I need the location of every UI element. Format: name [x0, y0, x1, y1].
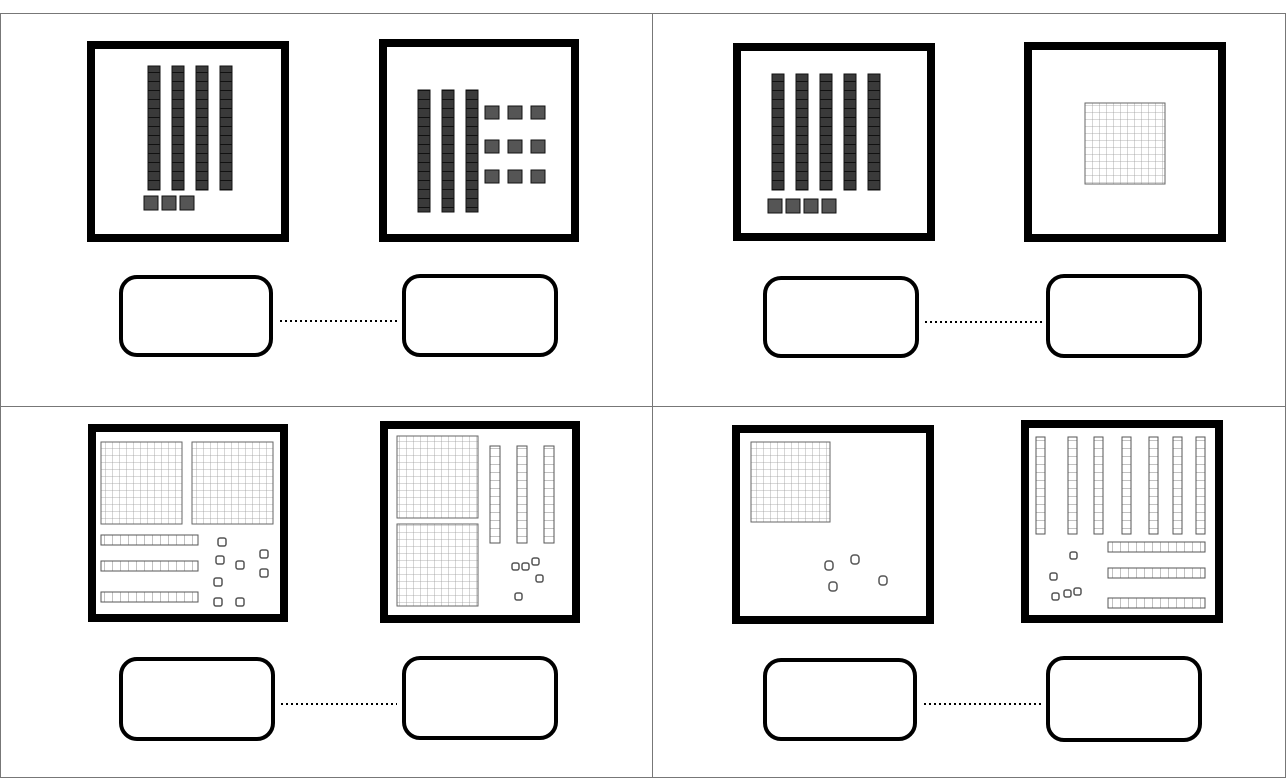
unit-cube — [236, 561, 244, 569]
unit-cube — [804, 199, 818, 213]
cell-2 — [737, 46, 1222, 356]
hundred-flat — [397, 524, 478, 606]
ten-rod — [172, 66, 184, 190]
ten-rod — [844, 74, 856, 190]
unit-cube — [851, 555, 859, 564]
answer-box[interactable] — [1048, 658, 1200, 740]
ten-rod — [101, 535, 198, 545]
answer-box[interactable] — [404, 276, 556, 355]
unit-cube — [822, 199, 836, 213]
ten-rod — [1068, 437, 1077, 534]
unit-cubes — [144, 196, 194, 210]
picture-frame — [736, 429, 930, 620]
unit-cube — [1074, 588, 1081, 595]
unit-cube — [260, 569, 268, 577]
unit-cube — [485, 140, 499, 153]
unit-cube — [485, 106, 499, 119]
ten-rod — [101, 592, 198, 602]
picture-frame — [384, 425, 576, 619]
unit-cube — [1052, 593, 1059, 600]
unit-cube — [508, 170, 522, 183]
ten-rod — [1108, 598, 1205, 608]
unit-cube — [536, 575, 543, 582]
answer-box[interactable] — [765, 278, 917, 356]
picture-frame — [1025, 424, 1219, 619]
ten-rod — [1149, 437, 1158, 534]
ten-rod — [517, 446, 527, 543]
unit-cube — [786, 199, 800, 213]
ten-rod — [1094, 437, 1103, 534]
unit-cube — [825, 561, 833, 570]
ten-rod — [868, 74, 880, 190]
ten-rod — [1108, 542, 1205, 552]
unit-cube — [485, 170, 499, 183]
answer-box[interactable] — [765, 660, 915, 739]
hundred-flat — [101, 442, 182, 524]
ten-rod — [490, 446, 500, 543]
ten-rod — [1122, 437, 1131, 534]
unit-cube — [531, 170, 545, 183]
unit-cube — [531, 140, 545, 153]
picture-frame — [737, 47, 931, 237]
hundred-flat — [1085, 103, 1165, 184]
hundred-flat — [397, 436, 478, 518]
hundred-flat — [751, 442, 830, 522]
unit-cube — [1064, 590, 1071, 597]
ten-rod — [101, 561, 198, 571]
unit-cube — [218, 538, 226, 546]
unit-cube — [214, 578, 222, 586]
cell-3 — [92, 425, 576, 739]
answer-box[interactable] — [121, 659, 273, 739]
unit-cube — [508, 140, 522, 153]
unit-cube — [512, 563, 519, 570]
picture-frame — [91, 45, 285, 238]
cell-1 — [91, 43, 575, 355]
ten-rod — [820, 74, 832, 190]
ten-rod — [442, 90, 454, 212]
unit-cube — [180, 196, 194, 210]
ten-rod — [466, 90, 478, 212]
ten-rod — [1108, 568, 1205, 578]
ten-rods — [418, 90, 478, 212]
ten-rod — [772, 74, 784, 190]
ten-rod — [796, 74, 808, 190]
ten-rod — [1173, 437, 1182, 534]
answer-box[interactable] — [121, 277, 271, 355]
unit-cube — [532, 558, 539, 565]
ten-rod — [1196, 437, 1205, 534]
picture-frame — [1028, 46, 1222, 238]
unit-cube — [515, 593, 522, 600]
unit-cube — [216, 556, 224, 564]
unit-cube — [162, 196, 176, 210]
ten-rod — [1036, 437, 1045, 534]
ten-rod — [148, 66, 160, 190]
unit-cube — [144, 196, 158, 210]
ten-rod — [196, 66, 208, 190]
unit-cube — [236, 598, 244, 606]
hundred-flat — [192, 442, 273, 524]
picture-frame — [383, 43, 575, 238]
unit-cube — [260, 550, 268, 558]
unit-cube — [1070, 552, 1077, 559]
ten-rod — [544, 446, 554, 543]
cell-4 — [736, 424, 1219, 740]
unit-cube — [829, 582, 837, 591]
unit-cube — [522, 563, 529, 570]
answer-box[interactable] — [1048, 276, 1200, 356]
unit-cube — [214, 598, 222, 606]
unit-cube — [1050, 573, 1057, 580]
answer-box[interactable] — [404, 658, 556, 738]
unit-cube — [508, 106, 522, 119]
unit-cube — [531, 106, 545, 119]
ten-rod — [418, 90, 430, 212]
unit-cube — [768, 199, 782, 213]
unit-cubes — [485, 106, 545, 183]
unit-cube — [879, 576, 887, 585]
ten-rod — [220, 66, 232, 190]
picture-frame — [92, 428, 284, 618]
